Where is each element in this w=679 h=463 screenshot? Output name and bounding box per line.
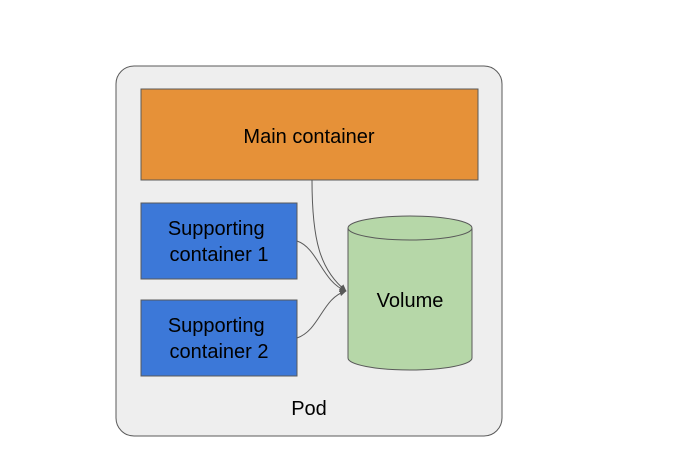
pod-label: Pod — [291, 398, 327, 420]
main-container-box — [140, 88, 479, 181]
supporting-container-2: Supporting container 2 — [140, 299, 298, 377]
supporting-container-1-line2: container 1 — [170, 244, 269, 266]
volume-top — [347, 215, 473, 241]
supporting-container-2-line2: container 2 — [170, 341, 269, 363]
supporting-container-1-line1: Supporting — [168, 218, 265, 240]
supporting-container-2-box — [140, 299, 298, 377]
connector-support1-to-volume — [296, 240, 347, 293]
connectors — [296, 179, 347, 339]
supporting-container-2-line1: Supporting — [168, 315, 265, 337]
supporting-container-1: Supporting container 1 — [140, 202, 298, 280]
volume-label: Volume — [377, 290, 444, 312]
volume-body — [347, 228, 473, 371]
main-container: Main container — [140, 88, 479, 181]
connector-main-to-volume — [311, 179, 347, 292]
supporting-container-1-label: Supporting container 1 — [168, 218, 270, 266]
connector-support2-to-volume — [296, 289, 347, 339]
supporting-container-1-box — [140, 202, 298, 280]
supporting-container-2-label: Supporting container 2 — [168, 315, 270, 363]
main-container-label: Main container — [243, 126, 375, 148]
volume: Volume — [347, 215, 473, 371]
